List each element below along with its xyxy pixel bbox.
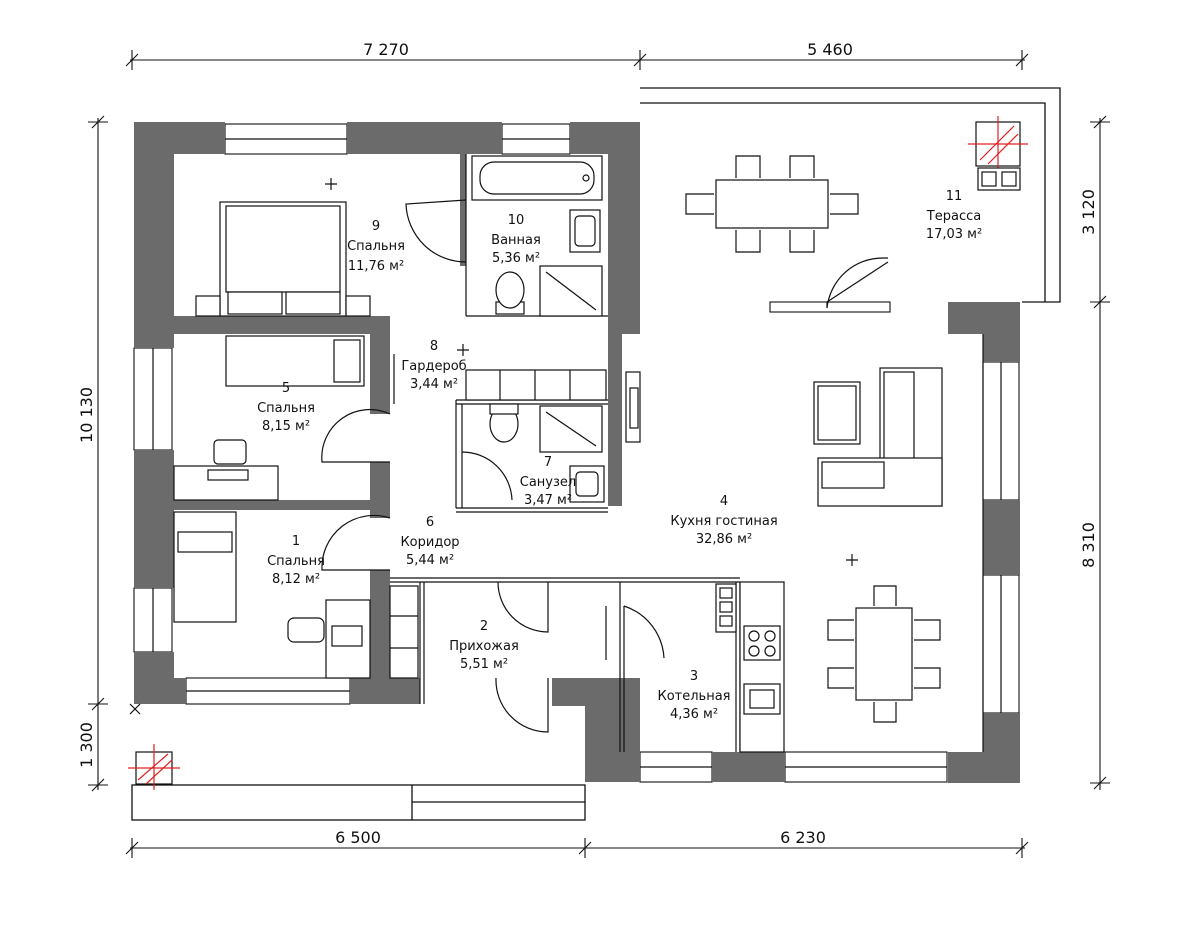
double-bed-icon — [195, 201, 371, 317]
svg-text:5,44 м²: 5,44 м² — [406, 553, 454, 568]
svg-text:Ванная: Ванная — [491, 233, 541, 248]
dim-bottom-right: 6 230 — [780, 828, 826, 847]
dim-bottom-left: 6 500 — [335, 828, 381, 847]
svg-text:11: 11 — [946, 189, 963, 204]
grill-icon — [968, 116, 1028, 191]
svg-text:5,51 м²: 5,51 м² — [460, 657, 508, 672]
tv-icon — [625, 371, 641, 443]
svg-text:5,36 м²: 5,36 м² — [492, 251, 540, 266]
svg-text:7: 7 — [544, 455, 552, 470]
svg-text:Спальня: Спальня — [257, 401, 315, 416]
svg-text:Гардероб: Гардероб — [401, 359, 466, 374]
svg-text:3,47 м²: 3,47 м² — [524, 493, 572, 508]
svg-text:8,12 м²: 8,12 м² — [272, 572, 320, 587]
svg-text:8: 8 — [430, 339, 438, 354]
room-1-label: 1 Спальня 8,12 м² — [267, 534, 325, 587]
room-markers — [129, 178, 858, 715]
room-3-label: 3 Котельная 4,36 м² — [657, 669, 730, 722]
svg-text:8,15 м²: 8,15 м² — [262, 419, 310, 434]
shower-icon — [539, 265, 603, 317]
room-6-label: 6 Коридор 5,44 м² — [400, 515, 459, 568]
dim-top-left: 7 270 — [363, 40, 409, 59]
svg-text:Спальня: Спальня — [347, 239, 405, 254]
chimney-marker-icon — [128, 744, 180, 790]
walls — [134, 122, 1020, 783]
dining-table-icon — [827, 585, 941, 723]
dim-right-top: 3 120 — [1079, 189, 1098, 235]
svg-text:2: 2 — [480, 619, 488, 634]
boiler-units-icon — [715, 583, 737, 633]
dim-left-small: 1 300 — [77, 722, 96, 768]
office-chair-icon — [287, 599, 371, 679]
furniture — [128, 116, 1028, 790]
room-2-label: 2 Прихожая 5,51 м² — [449, 619, 519, 672]
washbasin-icon — [569, 209, 601, 253]
svg-text:1: 1 — [292, 534, 300, 549]
desk-icon — [173, 439, 279, 501]
dimension-labels: 7 270 5 460 6 500 6 230 10 130 1 300 3 1… — [77, 40, 1098, 847]
dimension-lines — [88, 50, 1110, 858]
room-11-label: 11 Терасса 17,03 м² — [926, 189, 982, 242]
doors — [321, 199, 889, 733]
svg-text:10: 10 — [508, 213, 525, 228]
svg-text:Спальня: Спальня — [267, 554, 325, 569]
svg-text:3: 3 — [690, 669, 698, 684]
dim-top-right: 5 460 — [807, 40, 853, 59]
room-8-label: 8 Гардероб 3,44 м² — [401, 339, 466, 392]
room-10-label: 10 Ванная 5,36 м² — [491, 213, 541, 266]
svg-text:11,76 м²: 11,76 м² — [348, 259, 404, 274]
hallway-storage-icon — [389, 585, 419, 679]
svg-text:Котельная: Котельная — [657, 689, 730, 704]
svg-text:6: 6 — [426, 515, 434, 530]
svg-text:Терасса: Терасса — [926, 209, 981, 224]
kitchen-counter-icon — [739, 581, 785, 753]
room-7-label: 7 Санузел 3,47 м² — [520, 455, 576, 508]
svg-text:4,36 м²: 4,36 м² — [670, 707, 718, 722]
terrace-table-icon — [685, 155, 859, 253]
wardrobe-shelves-icon — [465, 369, 607, 401]
svg-text:32,86 м²: 32,86 м² — [696, 532, 752, 547]
toilet-icon — [495, 271, 525, 315]
bathtub-icon — [471, 155, 603, 201]
room-4-label: 4 Кухня гостиная 32,86 м² — [670, 494, 777, 547]
svg-text:Прихожая: Прихожая — [449, 639, 519, 654]
terrace-outline — [131, 87, 1061, 821]
svg-text:5: 5 — [282, 381, 290, 396]
svg-text:Санузел: Санузел — [520, 475, 576, 490]
svg-text:17,03 м²: 17,03 м² — [926, 227, 982, 242]
svg-text:3,44 м²: 3,44 м² — [410, 377, 458, 392]
room-5-label: 5 Спальня 8,15 м² — [257, 381, 315, 434]
svg-text:Кухня гостиная: Кухня гостиная — [670, 514, 777, 529]
svg-text:9: 9 — [372, 219, 380, 234]
bed-room1-icon — [173, 511, 237, 623]
svg-text:4: 4 — [720, 494, 728, 509]
dim-right-main: 8 310 — [1079, 522, 1098, 568]
svg-text:Коридор: Коридор — [400, 535, 459, 550]
single-bed-icon — [225, 335, 365, 387]
room-9-label: 9 Спальня 11,76 м² — [347, 219, 405, 274]
dim-left-main: 10 130 — [77, 387, 96, 443]
room-labels: 1 Спальня 8,12 м² 2 Прихожая 5,51 м² 3 К… — [257, 189, 982, 722]
sofa-icon — [817, 367, 943, 507]
sanuzel-fixtures-icon — [489, 403, 605, 503]
coffee-table-icon — [813, 381, 861, 445]
windows — [133, 123, 1020, 783]
